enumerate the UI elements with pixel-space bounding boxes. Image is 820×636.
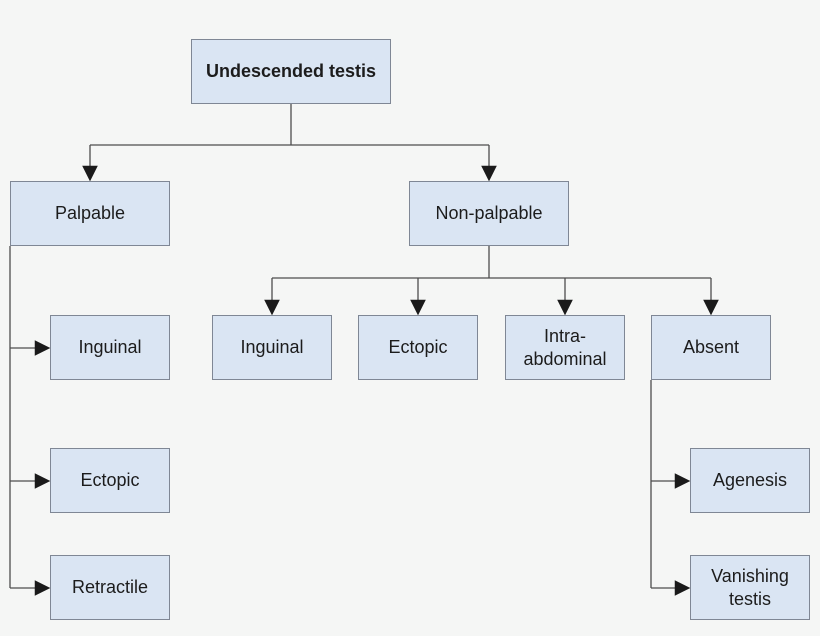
node-label: Non-palpable [435,203,543,224]
node-palpable-ectopic: Ectopic [50,448,170,513]
node-label: Undescended testis [205,61,377,82]
node-label: Agenesis [712,470,788,491]
node-label: Inguinal [240,337,304,358]
node-label: Vanishing testis [711,566,789,609]
node-label: Inguinal [78,337,142,358]
node-palpable-retractile: Retractile [50,555,170,620]
node-undescended-testis: Undescended testis [191,39,391,104]
node-palpable: Palpable [10,181,170,246]
node-label: Intra-abdominal [523,326,607,369]
node-nonpalpable-intra-abdominal: Intra-abdominal [505,315,625,380]
node-palpable-inguinal: Inguinal [50,315,170,380]
node-label: Palpable [54,203,126,224]
node-absent-vanishing-testis: Vanishing testis [690,555,810,620]
node-label: Ectopic [80,470,140,491]
node-label: Ectopic [388,337,448,358]
node-nonpalpable-absent: Absent [651,315,771,380]
node-label: Absent [682,337,740,358]
node-label: Retractile [71,577,149,598]
connector-palpable-to-children [9,246,51,596]
node-absent-agenesis: Agenesis [690,448,810,513]
connector-nonpalpable-to-children [264,246,719,316]
node-non-palpable: Non-palpable [409,181,569,246]
connector-absent-to-children [650,380,691,596]
connector-root-to-level1 [82,104,497,182]
node-nonpalpable-inguinal: Inguinal [212,315,332,380]
node-nonpalpable-ectopic: Ectopic [358,315,478,380]
